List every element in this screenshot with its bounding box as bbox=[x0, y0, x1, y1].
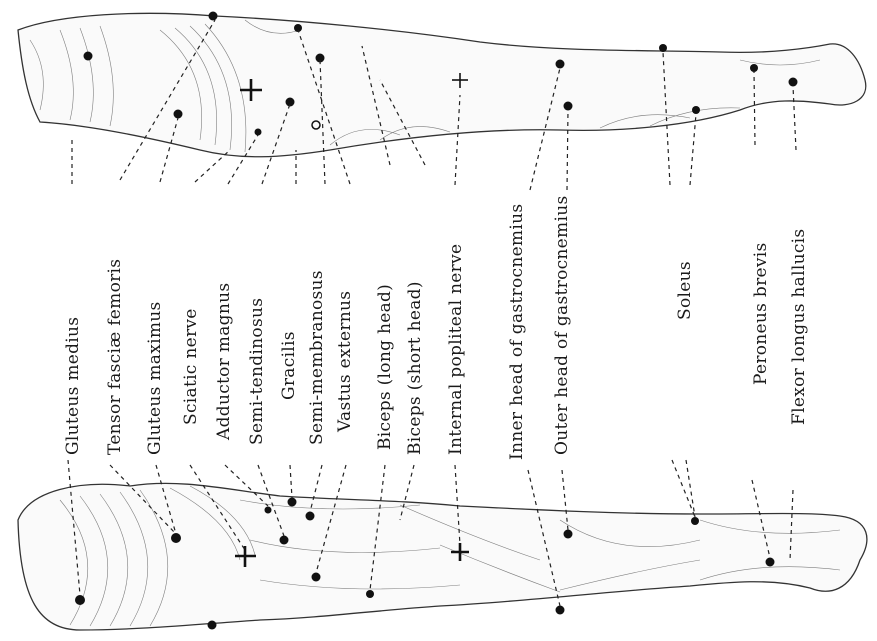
label-adductor-magnus: Adductor magnus bbox=[214, 283, 234, 441]
label-vastus-externus: Vastus externus bbox=[335, 291, 355, 433]
label-biceps-short-head: Biceps (short head) bbox=[405, 281, 425, 455]
label-peroneus-brevis: Peroneus brevis bbox=[751, 242, 771, 385]
leg-muscle-figure bbox=[18, 460, 867, 630]
label-semi-membranosus: Semi-membranosus bbox=[307, 270, 327, 445]
label-gluteus-medius: Gluteus medius bbox=[63, 317, 83, 455]
leg-skin-figure bbox=[18, 12, 866, 191]
label-biceps-long-head: Biceps (long head) bbox=[375, 284, 395, 450]
muscle-labels: Gluteus medius Tensor fasciæ femoris Glu… bbox=[63, 196, 809, 460]
label-inner-head-gastrocnemius: Inner head of gastrocnemius bbox=[507, 204, 527, 460]
label-sciatic-nerve: Sciatic nerve bbox=[181, 308, 201, 425]
label-flexor-longus-hallucis: Flexor longus hallucis bbox=[789, 229, 809, 425]
label-internal-popliteal-nerve: Internal popliteal nerve bbox=[446, 244, 466, 455]
label-soleus: Soleus bbox=[675, 261, 695, 320]
label-outer-head-gastrocnemius: Outer head of gastrocnemius bbox=[552, 196, 572, 455]
label-gracilis: Gracilis bbox=[279, 331, 299, 400]
label-tensor-fasciae-femoris: Tensor fasciæ femoris bbox=[105, 259, 125, 455]
label-semi-tendinosus: Semi-tendinosus bbox=[247, 298, 267, 445]
label-gluteus-maximus: Gluteus maximus bbox=[145, 301, 165, 455]
